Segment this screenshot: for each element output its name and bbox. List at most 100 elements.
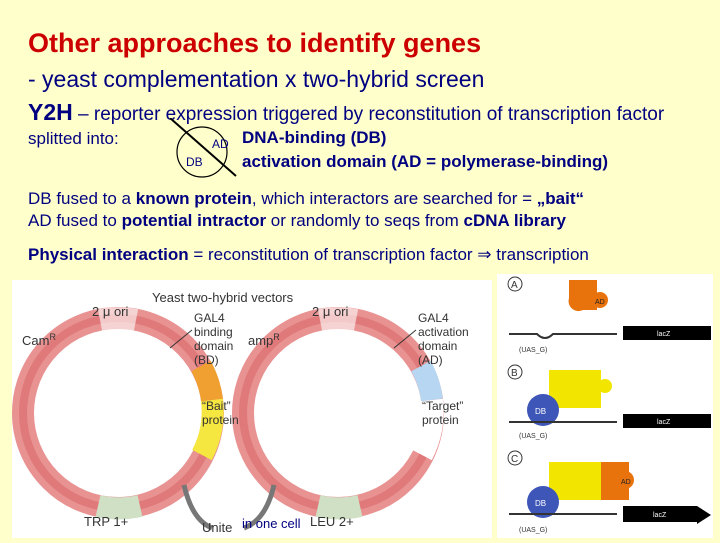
trp-label: TRP 1+ xyxy=(84,514,128,529)
bait-knob-b xyxy=(598,379,612,393)
split-factor-graphic: AD DB xyxy=(169,118,237,178)
cam-text: Cam xyxy=(22,333,49,348)
left-ori-segment xyxy=(97,307,139,331)
right-leu-segment xyxy=(315,495,363,520)
amp-text: amp xyxy=(248,333,273,348)
gal4-bd-line4: (BD) xyxy=(194,353,219,367)
reporter-c xyxy=(623,506,697,522)
implies-arrow-icon: ⇒ xyxy=(477,245,492,264)
factor-circle xyxy=(176,126,228,178)
p1-text-c: , which interactors are searched for = xyxy=(251,189,537,208)
left-plasmid-inner xyxy=(19,314,217,512)
lacz-b: lacZ xyxy=(657,419,671,426)
p2-potential-interactor: potential intractor xyxy=(121,211,267,230)
leu-label: LEU 2+ xyxy=(310,514,354,529)
gal4-bd-line2: binding xyxy=(194,325,233,339)
p2-cdna-library: cDNA library xyxy=(463,211,566,230)
reporter-b xyxy=(623,414,711,428)
amp-sup: R xyxy=(273,332,280,342)
target-line2: protein xyxy=(422,413,459,427)
gal4-ad-line3: domain xyxy=(418,339,457,353)
right-target-segment xyxy=(412,398,444,461)
label-c: C xyxy=(511,454,518,465)
reporter-a xyxy=(623,326,711,340)
gal4-bd-line3: domain xyxy=(194,339,233,353)
lacz-c: lacZ xyxy=(653,512,667,519)
unite-arrow-right xyxy=(243,484,277,531)
p1-text-a: DB fused to a xyxy=(28,189,136,208)
label-c-circle xyxy=(507,450,523,466)
db-shape-c xyxy=(527,486,559,518)
in-one-cell-label: in one cell xyxy=(242,516,301,531)
vectors-svg: Yeast two-hybrid vectors 2 μ ori CamR GA… xyxy=(12,290,472,535)
right-ori-segment xyxy=(317,307,359,331)
label-a: A xyxy=(511,280,518,291)
label-b-circle xyxy=(507,364,523,380)
gal4-bd-label: GAL4 binding domain (BD) xyxy=(194,311,237,367)
interaction-panel: A AD lacZ (UAS_G) B DB lacZ (UAS_G) C AD… xyxy=(497,274,713,538)
ad-shape-c xyxy=(601,462,629,500)
cam-sup: R xyxy=(49,332,56,342)
target-line1: “Target” xyxy=(422,399,463,413)
paragraph-interaction: Physical interaction = reconstitution of… xyxy=(28,245,589,265)
gal4-bd-line1: GAL4 xyxy=(194,311,225,325)
slide-title: Other approaches to identify genes xyxy=(28,28,482,58)
split-line xyxy=(169,118,237,177)
bait-line1: “Bait” xyxy=(202,399,231,413)
y2h-label: Y2H xyxy=(28,99,73,125)
uas-c: (UAS_G) xyxy=(519,527,547,534)
split-label: splitted into: xyxy=(28,129,119,148)
left-bait-segment xyxy=(192,398,224,461)
ad-description: activation domain (AD = polymerase-bindi… xyxy=(242,152,609,171)
bait-line2: protein xyxy=(202,413,239,427)
gal4-ad-line1: GAL4 xyxy=(418,311,449,325)
gal4-ad-line4: (AD) xyxy=(418,353,443,367)
ad-shape-a xyxy=(568,280,597,312)
interaction-svg: A AD lacZ (UAS_G) B DB lacZ (UAS_G) C AD… xyxy=(507,276,711,534)
uas-a: (UAS_G) xyxy=(519,347,547,354)
p3-physical-interaction: Physical interaction xyxy=(28,245,189,264)
ad-knob-c xyxy=(616,471,634,489)
p1-known-protein: known protein xyxy=(135,189,252,208)
bait-shape-b xyxy=(549,370,601,408)
p2-text-a: AD fused to xyxy=(28,211,122,230)
paragraph-bait: DB fused to a known protein, which inter… xyxy=(28,189,584,209)
p3-transcription: transcription xyxy=(491,245,589,264)
db-label-c: DB xyxy=(535,499,546,508)
unite-label: Unite xyxy=(202,520,232,535)
p3-text-b: = reconstitution of transcription factor xyxy=(188,245,478,264)
gal4-ad-label: GAL4 activation domain (AD) xyxy=(418,311,472,367)
gal4-ad-line2: activation xyxy=(418,325,469,339)
target-label: “Target” protein xyxy=(422,399,467,427)
right-ori-label: 2 μ ori xyxy=(312,304,349,319)
unite-arrow-left xyxy=(181,484,214,531)
left-ori-label: 2 μ ori xyxy=(92,304,129,319)
cam-label: CamR xyxy=(22,332,56,348)
vectors-figure: Yeast two-hybrid vectors 2 μ ori CamR GA… xyxy=(12,280,492,538)
left-bd-segment xyxy=(191,360,223,402)
slide-subtitle: - yeast complementation x two-hybrid scr… xyxy=(28,66,485,92)
label-a-circle xyxy=(507,276,523,292)
db-label-b: DB xyxy=(535,407,546,416)
y2h-text: – reporter expression triggered by recon… xyxy=(72,104,665,125)
ad-label-c: AD xyxy=(621,479,631,486)
lacz-a: lacZ xyxy=(657,331,671,338)
p2-text-c: or randomly to seqs from xyxy=(266,211,464,230)
db-description: DNA-binding (DB) xyxy=(242,128,387,147)
uas-b: (UAS_G) xyxy=(519,433,547,440)
dna-a xyxy=(509,333,617,339)
amp-label: ampR xyxy=(248,332,280,348)
bd-pointer xyxy=(169,329,193,349)
y2h-line: Y2H – reporter expression triggered by r… xyxy=(28,99,664,126)
right-ad-segment xyxy=(411,360,443,402)
left-trp-segment xyxy=(95,495,143,520)
ad-label-a: AD xyxy=(595,299,605,306)
label-b: B xyxy=(511,368,518,379)
bait-label: “Bait” protein xyxy=(202,399,239,427)
ad-pointer xyxy=(393,329,417,349)
ad-small-label: AD xyxy=(212,137,229,151)
db-small-label: DB xyxy=(186,155,203,169)
paragraph-prey: AD fused to potential intractor or rando… xyxy=(28,211,566,231)
p1-bait: „bait“ xyxy=(536,189,585,208)
bait-shape-c xyxy=(549,462,601,500)
